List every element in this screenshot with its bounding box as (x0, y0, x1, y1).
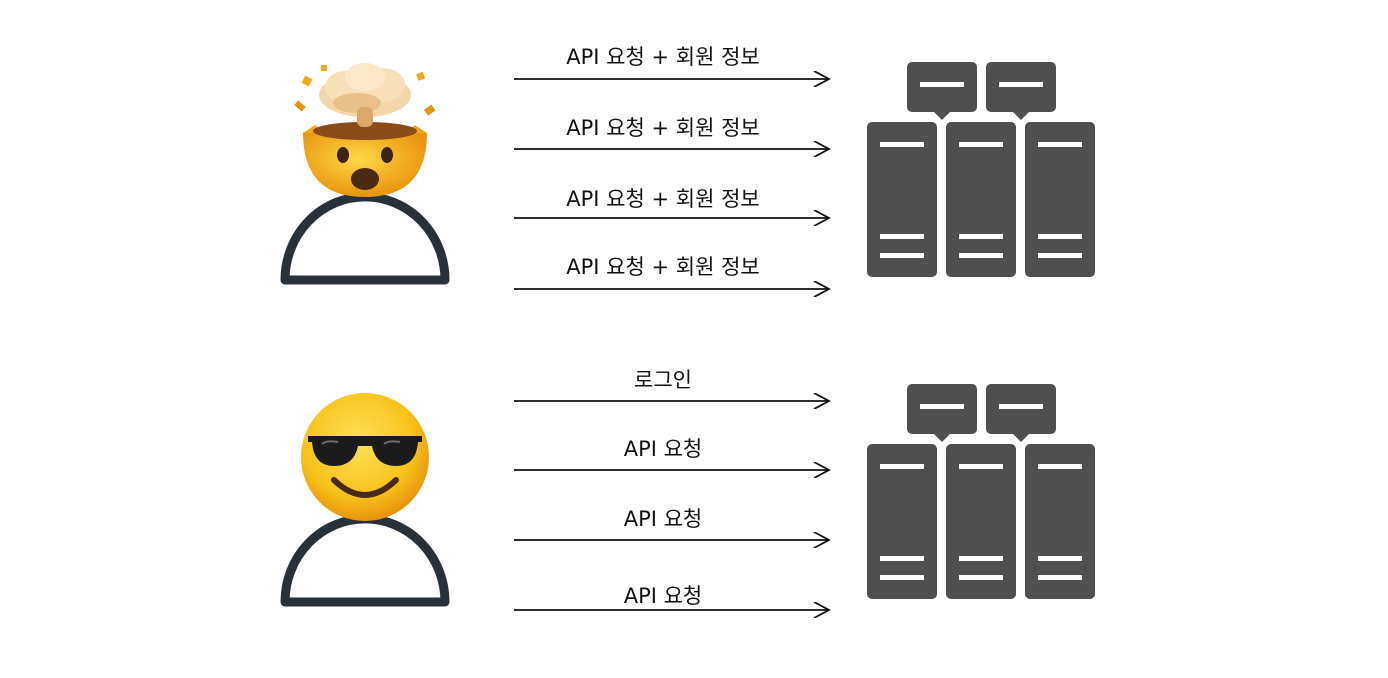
person-body-outline (280, 192, 450, 285)
arrow-right-icon (514, 141, 831, 157)
arrow-right-icon (514, 532, 831, 548)
arrow-label: API 요청 (623, 437, 703, 461)
arrow-label: 로그인 (634, 368, 692, 392)
arrow-right-icon (514, 281, 831, 297)
server-rack-icon (867, 384, 1095, 599)
arrow-label: API 요청 (623, 507, 703, 531)
arrow-label: API 요청 (623, 584, 703, 608)
exploding-head-icon (294, 63, 436, 197)
person-body-outline (280, 514, 450, 607)
arrow-label: API 요청 + 회원 정보 (566, 116, 760, 140)
arrow-right-icon (514, 462, 831, 478)
arrow-label: API 요청 + 회원 정보 (566, 255, 760, 279)
arrow-label: API 요청 + 회원 정보 (566, 187, 760, 211)
arrow-right-icon (514, 393, 831, 409)
server-rack-icon (867, 62, 1095, 277)
arrow-label: API 요청 + 회원 정보 (566, 45, 760, 69)
arrow-right-icon (514, 210, 831, 226)
arrow-right-icon (514, 71, 831, 87)
arrow-right-icon (514, 602, 831, 618)
sunglasses-face-icon (301, 393, 429, 521)
